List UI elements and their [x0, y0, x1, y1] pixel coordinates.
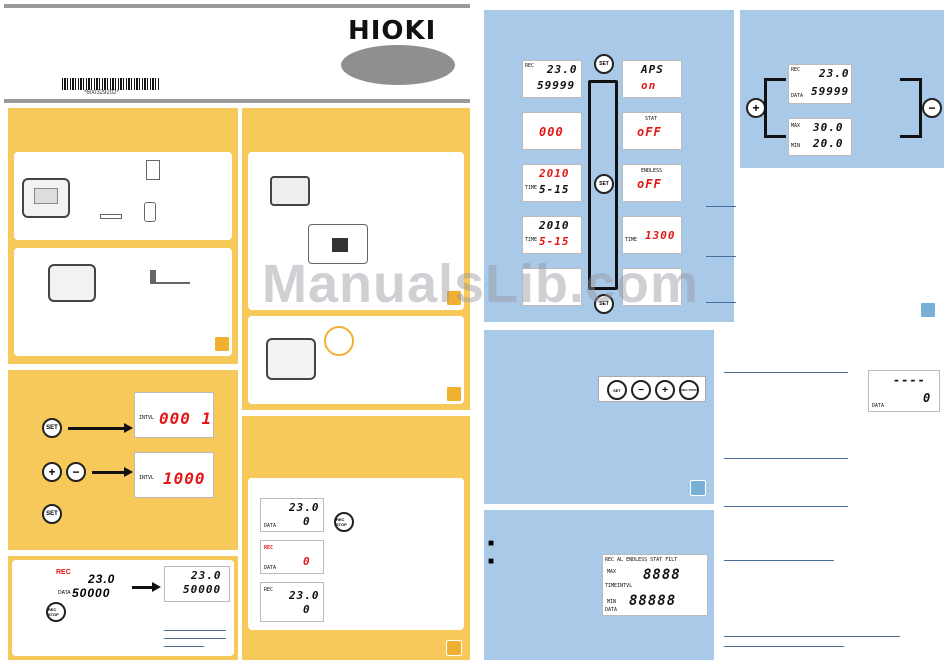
card-recording: REC 23.0 DATA 50000 23.0 50000 REC STOP — [12, 560, 234, 656]
section-package-contents — [8, 108, 238, 364]
card-options — [14, 248, 232, 356]
set-button-2[interactable]: SET — [42, 504, 62, 524]
header-rule — [4, 99, 470, 103]
set-button[interactable]: SET — [42, 418, 62, 438]
brand-oval — [341, 45, 455, 85]
barcode — [62, 78, 160, 90]
lcd-rec-result: 23.0 50000 — [164, 566, 230, 602]
minus-button-2[interactable]: − — [922, 98, 942, 118]
plus-button-3[interactable]: + — [655, 380, 675, 400]
lcd-all-segments: REC AL ENDLESS STAT FILT MAX TIMEINTVL 8… — [602, 554, 708, 616]
lcd-aps: APS on — [622, 60, 682, 98]
lcd-time-2 — [522, 268, 582, 306]
section-notes — [706, 174, 944, 324]
page-icon-4 — [446, 640, 462, 656]
top-rule — [4, 4, 470, 8]
arrow-3 — [132, 586, 152, 589]
set-button-6[interactable]: SET — [607, 380, 627, 400]
lcd-interval-0001: INTVL 000 1 — [134, 392, 214, 438]
section-text-bottom: ---- DATA 0 — [718, 330, 944, 660]
lcd-interval-1000: INTVL 1000 — [134, 452, 214, 498]
base-unit-image — [48, 264, 96, 302]
arrow-head-3 — [152, 582, 161, 592]
battery-image — [332, 238, 348, 252]
set-button-4[interactable]: SET — [594, 174, 614, 194]
arrow-2 — [92, 471, 124, 474]
lcd-set-start: REC 23.0 59999 — [522, 60, 582, 98]
bracket-left — [764, 78, 786, 138]
lcd-before: 23.0 DATA 0 — [260, 498, 324, 532]
watermark: ManualsLib.com — [262, 254, 700, 314]
rec-stop-button-2[interactable]: REC STOP — [334, 512, 354, 532]
interval-value-2: 1000 — [163, 469, 206, 488]
card-contents — [14, 152, 232, 240]
cable-image — [150, 270, 190, 284]
lcd-year: TIME 2010 5-15 — [522, 164, 582, 202]
section-rec-flow: 23.0 DATA 0 REC STOP REC DATA 0 REC 23.0… — [242, 416, 470, 660]
plus-button-2[interactable]: + — [746, 98, 766, 118]
lcd-maxmin-data: REC 23.0 DATA 59999 — [788, 64, 852, 104]
interval-value: 000 1 — [159, 409, 213, 428]
logger-strap-image — [266, 338, 316, 380]
battery-cover-image — [270, 176, 310, 206]
section-buttons: SET − + REC STOP — [484, 330, 714, 504]
card-battery-install — [248, 152, 464, 310]
lcd-time: TIME 1300 — [622, 216, 682, 254]
set-button-3[interactable]: SET — [594, 54, 614, 74]
manual-image — [146, 160, 160, 180]
brand-logo: HIOKI — [348, 16, 437, 46]
arrow-head-2 — [124, 467, 133, 477]
section-max-min: REC 23.0 DATA 59999 MAX 30.0 MIN 20.0 + … — [740, 10, 944, 168]
page-icon — [214, 336, 230, 352]
section-display: ■ ■ REC AL ENDLESS STAT FILT MAX TIMEINT… — [484, 510, 714, 660]
bracket-right — [900, 78, 922, 138]
page-icon-5 — [920, 302, 936, 318]
page-icon-6 — [690, 480, 706, 496]
lcd-time-3 — [622, 268, 682, 306]
section-recording: REC 23.0 DATA 50000 23.0 50000 REC STOP — [8, 556, 238, 660]
page-icon-2 — [446, 290, 462, 306]
flow-loop — [588, 80, 618, 290]
rec-stop-button-3[interactable]: REC STOP — [679, 380, 699, 400]
hand-battery-image — [308, 224, 368, 264]
plus-button[interactable]: + — [42, 462, 62, 482]
lcd-endless-off: ENDLESS oFF — [622, 164, 682, 202]
lcd-stat-off: STAT oFF — [622, 112, 682, 150]
rec-stop-button[interactable]: REC STOP — [46, 602, 66, 622]
lcd-date: TIME 2010 5-15 — [522, 216, 582, 254]
section-settings-flow: REC 23.0 59999 APS on 000 STAT oFF TIME … — [484, 10, 734, 322]
arrow-head — [124, 423, 133, 433]
probe-image — [144, 202, 156, 222]
barcode-number: *600329202* — [84, 90, 119, 96]
rec-indicator: REC — [56, 569, 71, 576]
section-battery — [242, 108, 470, 410]
lcd-dashes: ---- DATA 0 — [868, 370, 940, 412]
lcd-during: REC DATA 0 — [260, 540, 324, 574]
zoom-circle — [324, 326, 354, 356]
set-button-5[interactable]: SET — [594, 294, 614, 314]
section-interval: SET INTVL 000 1 + − INTVL 1000 SET — [8, 370, 238, 550]
page-icon-3 — [446, 386, 462, 402]
minus-button[interactable]: − — [66, 462, 86, 482]
lcd-sec: 000 — [522, 112, 582, 150]
button-strip: SET − + REC STOP — [598, 376, 706, 402]
strap-image — [100, 214, 122, 219]
card-strap — [248, 316, 464, 404]
minus-button-3[interactable]: − — [631, 380, 651, 400]
arrow — [68, 427, 124, 430]
logger-device-image — [22, 178, 70, 218]
lcd-after: REC 23.0 0 — [260, 582, 324, 622]
lcd-maxmin-values: MAX 30.0 MIN 20.0 — [788, 118, 852, 156]
card-rec-flow: 23.0 DATA 0 REC STOP REC DATA 0 REC 23.0… — [248, 478, 464, 630]
